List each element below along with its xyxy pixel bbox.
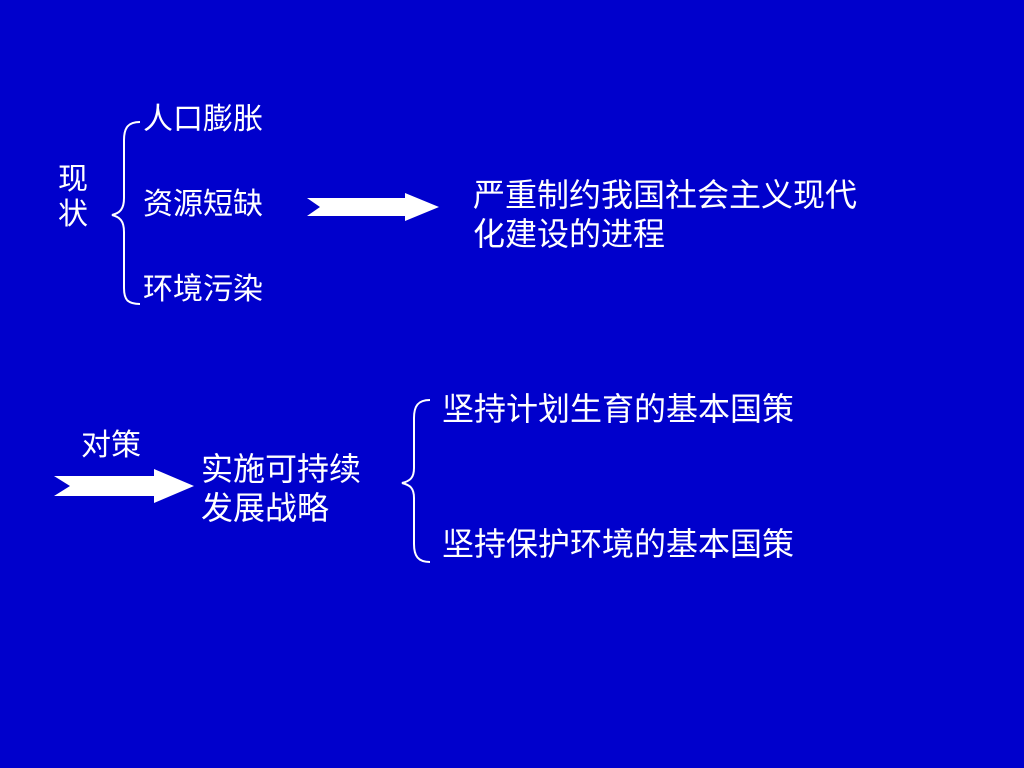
- status-item-population: 人口膨胀: [143, 102, 263, 137]
- strategy-text-line1: 实施可持续: [201, 450, 362, 488]
- policy-left-brace: [401, 399, 431, 563]
- countermeasure-label: 对策: [81, 428, 141, 463]
- status-label-line1: 现: [58, 162, 88, 197]
- status-item-resources: 资源短缺: [143, 187, 263, 222]
- status-label-line2: 状: [58, 197, 88, 232]
- impact-text-line2: 化建设的进程: [473, 215, 666, 254]
- right-arrow-icon: [54, 469, 194, 503]
- strategy-text-line2: 发展战略: [201, 489, 330, 528]
- strategy-text: 实施可持续 发展战略: [201, 450, 391, 528]
- status-left-brace: [111, 121, 141, 305]
- right-arrow-icon: [307, 193, 439, 221]
- impact-text: 严重制约我国社会主义现代 化建设的进程: [473, 176, 943, 254]
- policy-environment-protection: 坚持保护环境的基本国策: [442, 525, 795, 563]
- impact-text-line1: 严重制约我国社会主义现代: [473, 176, 858, 214]
- status-item-environment: 环境污染: [143, 272, 263, 307]
- policy-family-planning: 坚持计划生育的基本国策: [442, 390, 795, 428]
